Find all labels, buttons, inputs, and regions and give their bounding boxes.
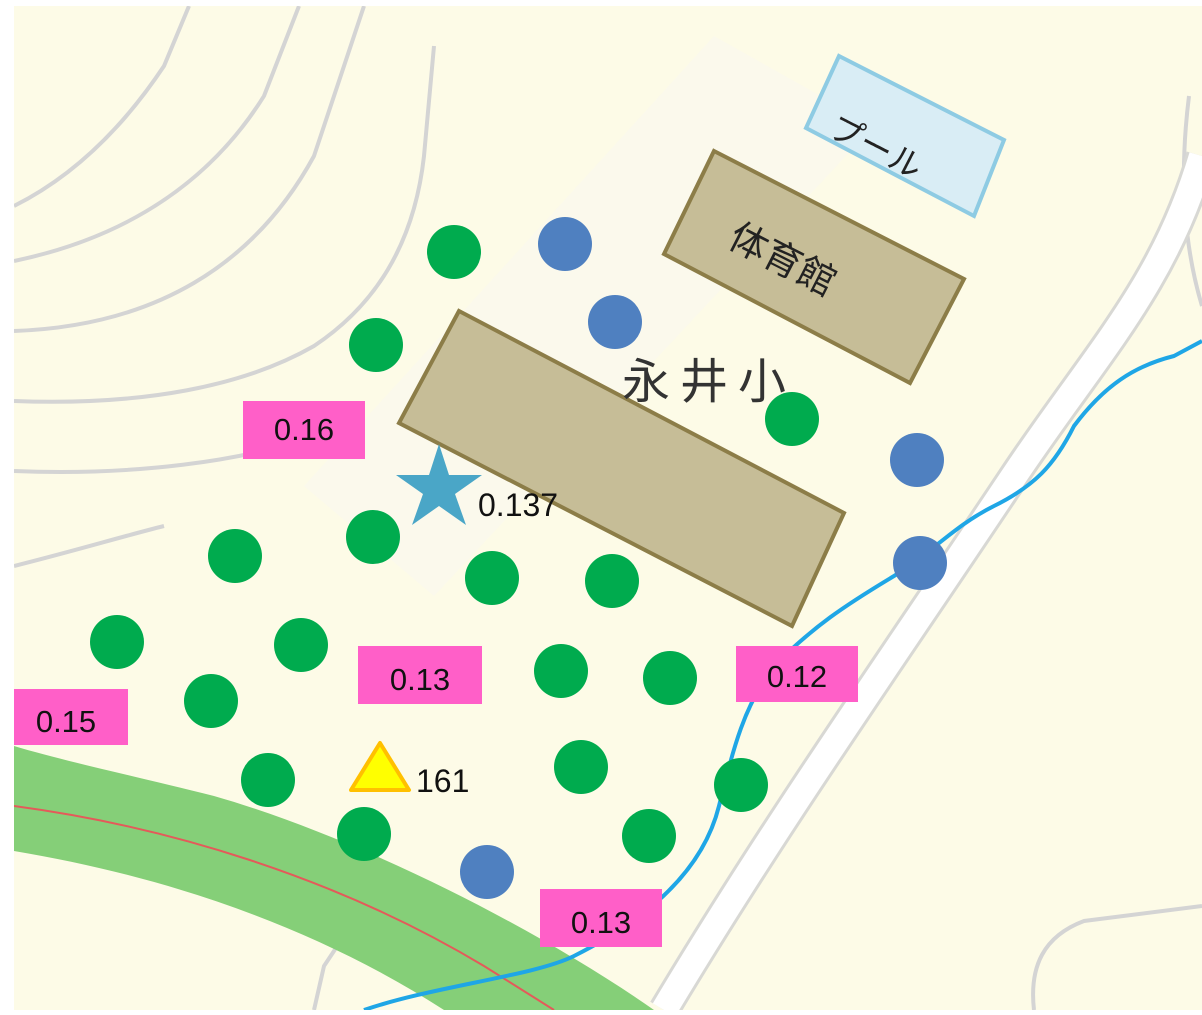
reading-label: 0.13 xyxy=(540,889,662,947)
dot-green xyxy=(241,753,295,807)
dot-blue xyxy=(538,217,592,271)
dot-blue xyxy=(460,845,514,899)
dot-green xyxy=(622,809,676,863)
school-name-label: 永井小 xyxy=(622,354,797,410)
green-road xyxy=(14,746,654,1010)
blue-dots xyxy=(460,217,947,899)
school-building xyxy=(396,308,847,629)
star-value-label: 0.137 xyxy=(478,487,559,523)
dot-green xyxy=(337,807,391,861)
dot-green xyxy=(643,651,697,705)
reading-label: 0.13 xyxy=(358,646,482,704)
dot-blue xyxy=(890,433,944,487)
gymnasium-building xyxy=(661,148,967,386)
dot-green xyxy=(714,758,768,812)
reading-label: 0.15 xyxy=(14,689,128,745)
reading-label: 0.16 xyxy=(243,401,365,459)
dot-green xyxy=(208,529,262,583)
dot-green xyxy=(184,674,238,728)
map-view[interactable]: プール 体育館 永井小 0.16 0.13 0.12 0.15 0.13 0.1… xyxy=(14,6,1202,1010)
river xyxy=(363,339,1202,1010)
road xyxy=(652,152,1202,1010)
dot-green xyxy=(427,225,481,279)
dot-green xyxy=(554,740,608,794)
dot-green xyxy=(765,392,819,446)
contour-lines xyxy=(14,6,1202,1010)
triangle-marker xyxy=(349,741,411,792)
dot-blue xyxy=(893,536,947,590)
dot-green xyxy=(90,615,144,669)
map-canvas xyxy=(14,6,1202,1010)
pool-building xyxy=(803,53,1007,219)
star-marker xyxy=(396,444,482,525)
dot-blue xyxy=(588,295,642,349)
triangle-value-label: 161 xyxy=(416,763,470,799)
dot-green xyxy=(465,551,519,605)
green-dots xyxy=(90,225,819,863)
dot-green xyxy=(346,510,400,564)
dot-green xyxy=(585,554,639,608)
dot-green xyxy=(534,644,588,698)
reading-label: 0.12 xyxy=(736,646,858,702)
road-center-line xyxy=(14,805,555,1010)
dot-green xyxy=(349,318,403,372)
dot-green xyxy=(274,618,328,672)
